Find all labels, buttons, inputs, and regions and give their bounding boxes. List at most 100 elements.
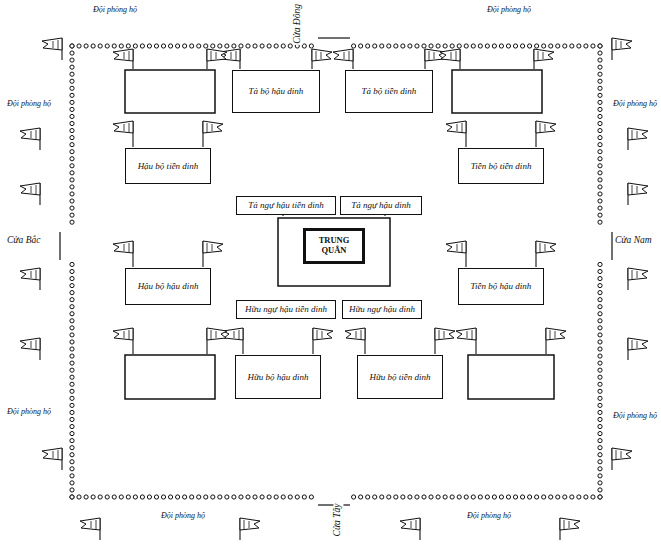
command-box: TRUNG QUÂN — [303, 228, 365, 264]
palisade-dot — [70, 157, 74, 161]
palisade-dot — [598, 389, 602, 393]
camp-box: Tiền bộ tiền dinh — [458, 148, 544, 184]
box-label: Hữu ngự hậu dinh — [349, 304, 415, 314]
guard-label: Đội phòng hộ — [160, 512, 206, 520]
palisade-dot — [380, 44, 384, 48]
palisade-dot — [556, 495, 560, 499]
palisade-dot — [352, 495, 356, 499]
palisade-dot — [70, 107, 74, 111]
palisade-dot — [70, 403, 74, 407]
palisade-dot — [70, 262, 74, 266]
palisade-dot — [183, 44, 187, 48]
palisade-dot — [598, 86, 602, 90]
palisade-dot — [598, 446, 602, 450]
palisade-dot — [77, 495, 81, 499]
palisade-dot — [598, 403, 602, 407]
palisade-dot — [422, 44, 426, 48]
palisade-dot — [218, 495, 222, 499]
palisade-dot — [70, 368, 74, 372]
palisade-dot — [598, 431, 602, 435]
palisade-dot — [549, 495, 553, 499]
palisade-dot — [373, 44, 377, 48]
banner-flag — [20, 338, 40, 360]
banner-flag — [312, 49, 332, 69]
palisade-dot — [70, 283, 74, 287]
palisade-dot — [204, 44, 208, 48]
palisade-dot — [288, 495, 292, 499]
palisade-dot — [70, 171, 74, 175]
palisade-dot — [70, 488, 74, 492]
command-frame — [278, 218, 390, 286]
palisade-dot — [253, 44, 257, 48]
palisade-dot — [70, 206, 74, 210]
palisade-dot — [436, 495, 440, 499]
palisade-dot — [70, 86, 74, 90]
palisade-dot — [598, 382, 602, 386]
palisade-dot — [359, 44, 363, 48]
palisade-dot — [105, 495, 109, 499]
banner-flag — [313, 328, 333, 354]
palisade-dot — [70, 467, 74, 471]
palisade-dot — [598, 340, 602, 344]
palisade-dot — [190, 495, 194, 499]
palisade-dot — [528, 44, 532, 48]
guard-label: Đội phòng hộ — [466, 512, 512, 520]
palisade-dot — [422, 495, 426, 499]
palisade-dot — [499, 495, 503, 499]
palisade-dot — [70, 213, 74, 217]
palisade-dot — [302, 495, 306, 499]
guard-label: Đội phòng hộ — [6, 408, 52, 416]
palisade-dot — [295, 495, 299, 499]
camp-box: Tả ngự hậu tiền dinh — [236, 196, 336, 215]
banner-flag — [628, 338, 648, 360]
palisade-dot — [133, 495, 137, 499]
palisade-dot — [70, 114, 74, 118]
palisade-dot — [309, 495, 313, 499]
palisade-dot — [274, 495, 278, 499]
palisade-dot — [267, 44, 271, 48]
banner-flag — [203, 241, 223, 267]
palisade-dot — [549, 44, 553, 48]
palisade-dot — [598, 79, 602, 83]
palisade-dot — [112, 44, 116, 48]
gate-label: Cửa Tây — [333, 503, 343, 538]
palisade-dot — [70, 185, 74, 189]
palisade-dot — [281, 44, 285, 48]
gate-label: Cửa Nam — [614, 236, 653, 246]
banner-flag — [203, 121, 223, 147]
palisade-dot — [70, 312, 74, 316]
palisade-dot — [598, 298, 602, 302]
palisade-dot — [598, 474, 602, 478]
banner-flag — [113, 241, 133, 267]
palisade-dot — [485, 495, 489, 499]
palisade-dot — [70, 143, 74, 147]
palisade-dot — [84, 495, 88, 499]
banner-flag — [240, 518, 260, 540]
camp-box: Hữu ngự hậu dinh — [342, 300, 422, 319]
palisade-dot — [528, 495, 532, 499]
palisade-dot — [485, 44, 489, 48]
palisade-dot — [499, 44, 503, 48]
banner-flag — [20, 268, 40, 290]
palisade-dot — [260, 495, 264, 499]
banner-flag — [207, 328, 227, 354]
palisade-dot — [394, 44, 398, 48]
palisade-dot — [70, 291, 74, 295]
palisade-dot — [366, 44, 370, 48]
box-label: Hậu bộ tiền dinh — [138, 161, 199, 171]
palisade-dot — [408, 44, 412, 48]
palisade-dot — [154, 495, 158, 499]
palisade-dot — [492, 44, 496, 48]
palisade-dot — [542, 495, 546, 499]
palisade-dot — [401, 44, 405, 48]
palisade-dot — [176, 44, 180, 48]
palisade-dot — [309, 44, 313, 48]
palisade-dot — [126, 495, 130, 499]
palisade-dot — [140, 495, 144, 499]
palisade-dot — [70, 44, 74, 48]
palisade-dot — [443, 495, 447, 499]
palisade-dot — [598, 51, 602, 55]
palisade-dot — [563, 495, 567, 499]
palisade-dot — [457, 495, 461, 499]
palisade-dot — [70, 199, 74, 203]
